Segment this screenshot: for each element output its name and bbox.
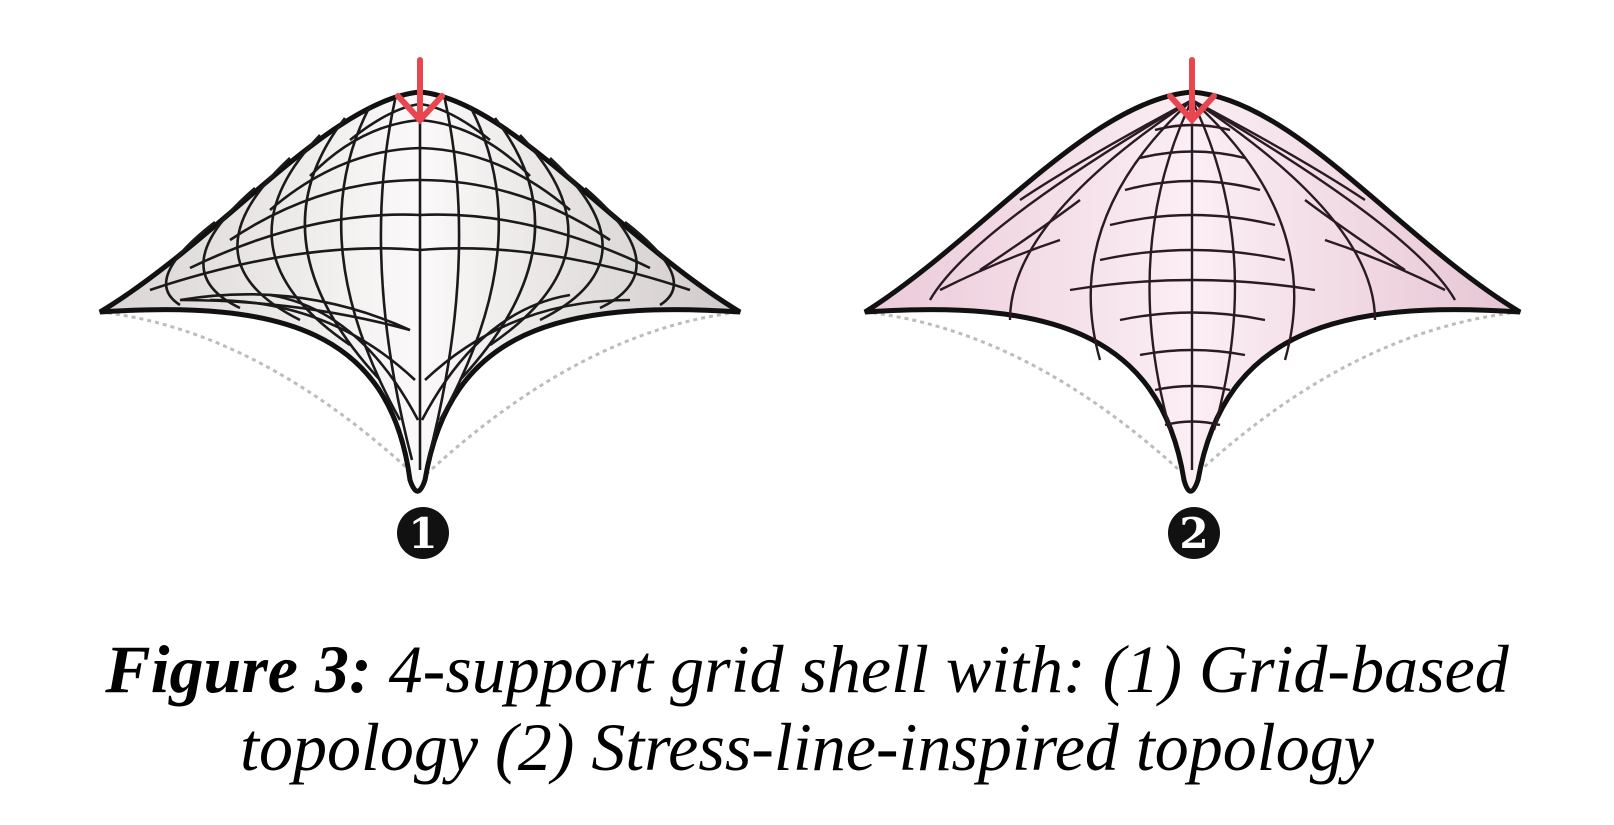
support-outline — [864, 310, 1521, 483]
load-arrow-1 — [395, 57, 445, 125]
badge-1: 1 — [397, 507, 449, 559]
svg-text:1: 1 — [408, 509, 437, 558]
stress-line-mesh — [928, 96, 1457, 470]
shell-panel-1: 1 — [98, 57, 742, 559]
shell-panel-2: 2 — [863, 57, 1522, 559]
caption-label: Figure 3: — [105, 631, 372, 707]
support-outline — [99, 310, 741, 483]
caption-text-2: topology (2) Stress-line-inspired topolo… — [240, 709, 1374, 785]
figure-caption: Figure 3: 4-support grid shell with: (1)… — [0, 630, 1614, 786]
load-arrow-2 — [1167, 57, 1217, 125]
badge-2: 2 — [1168, 507, 1220, 559]
figure-illustration: 1 — [98, 57, 1522, 559]
caption-line-1: Figure 3: 4-support grid shell with: (1)… — [0, 630, 1614, 708]
caption-line-2: topology (2) Stress-line-inspired topolo… — [0, 708, 1614, 786]
svg-text:2: 2 — [1179, 509, 1208, 558]
caption-text-1: 4-support grid shell with: (1) Grid-base… — [388, 631, 1509, 707]
grid-mesh — [149, 96, 691, 470]
